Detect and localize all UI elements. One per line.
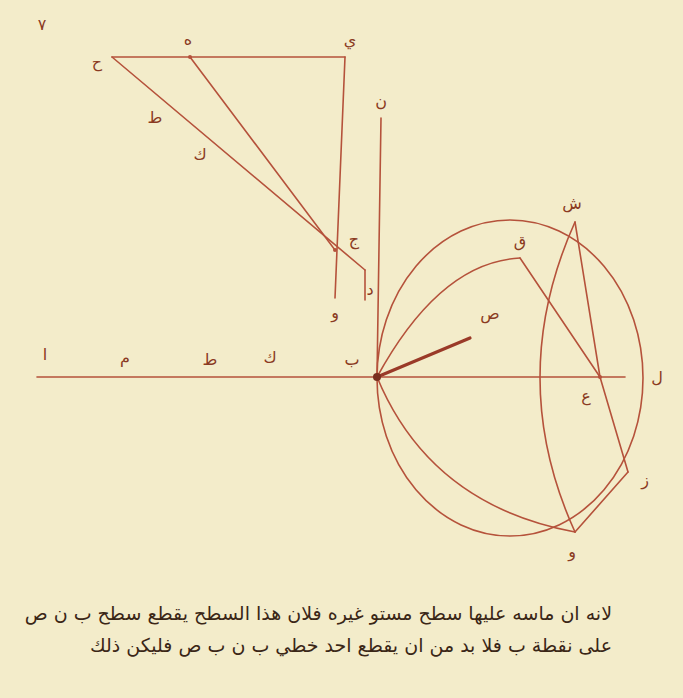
point-label: ط — [203, 352, 218, 368]
point-label: ب — [344, 352, 359, 368]
point-label: ع — [581, 388, 591, 404]
point-label: ن — [375, 94, 387, 110]
point-label: ك — [263, 350, 276, 366]
point-label: م — [120, 350, 130, 366]
text-line: لانه ان ماسه عليها سطح مستو غيره فلان هذ… — [25, 602, 612, 625]
point-label: و — [568, 544, 576, 560]
point-label: ي — [344, 32, 357, 48]
point-label: ز — [641, 472, 649, 488]
point-label: ق — [514, 234, 526, 250]
point-label: ل — [651, 370, 663, 386]
point-label: ص — [480, 306, 499, 322]
text-line: على نقطة ب فلا بد من ان يقطع احد خطي ب ن… — [90, 634, 612, 657]
point-label: ا — [43, 347, 47, 363]
point-label: ك — [193, 147, 206, 163]
point-label: ه — [184, 32, 192, 48]
point-label: ش — [562, 196, 582, 212]
point-label: ط — [148, 110, 163, 126]
point-label: و — [331, 305, 339, 321]
point-label: د — [366, 282, 373, 298]
page-number: ٧ — [38, 17, 47, 33]
point-label: ح — [92, 54, 102, 70]
point-label: ج — [349, 232, 359, 248]
